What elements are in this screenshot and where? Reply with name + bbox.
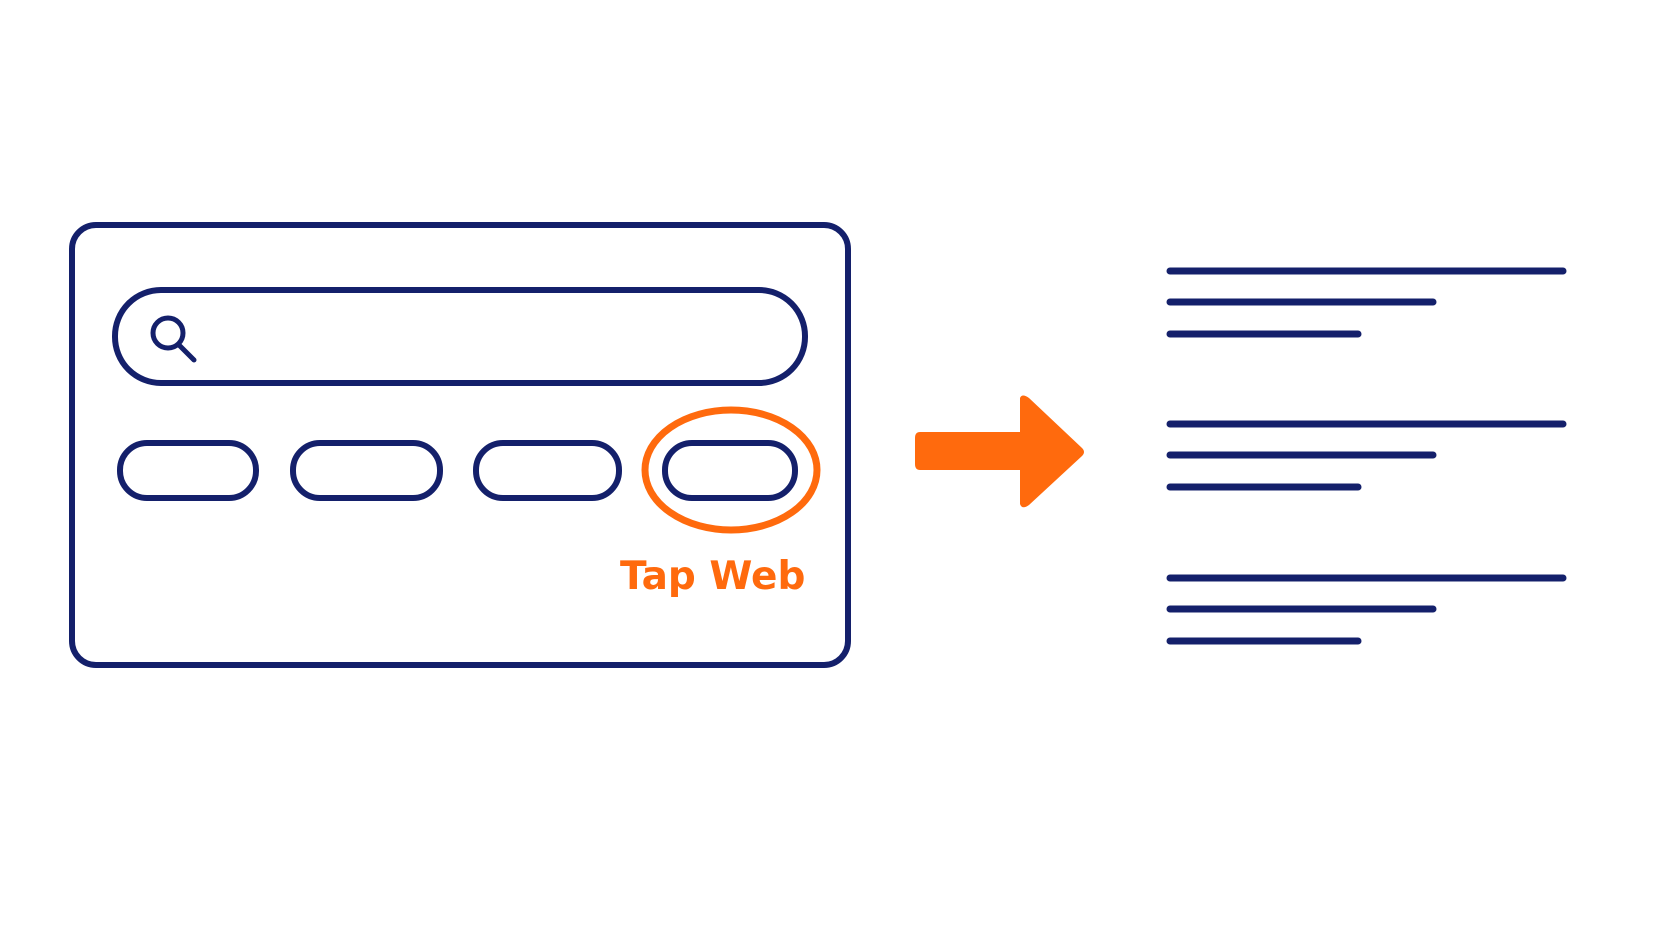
tab-chip-2[interactable] <box>290 440 443 501</box>
arrow-right-icon <box>915 395 1084 508</box>
result-group-3 <box>1166 574 1567 645</box>
search-input[interactable] <box>112 287 808 386</box>
app-window <box>69 222 851 668</box>
tap-web-label: Tap Web <box>620 554 806 599</box>
search-icon <box>150 315 197 363</box>
tab-chip-1[interactable] <box>117 440 259 501</box>
result-group-1 <box>1166 267 1567 338</box>
tab-chip-web[interactable] <box>662 440 798 501</box>
result-group-2 <box>1166 420 1567 491</box>
search-bar[interactable] <box>112 287 808 386</box>
tab-chip-3[interactable] <box>473 440 622 501</box>
highlight-ring <box>641 406 821 534</box>
